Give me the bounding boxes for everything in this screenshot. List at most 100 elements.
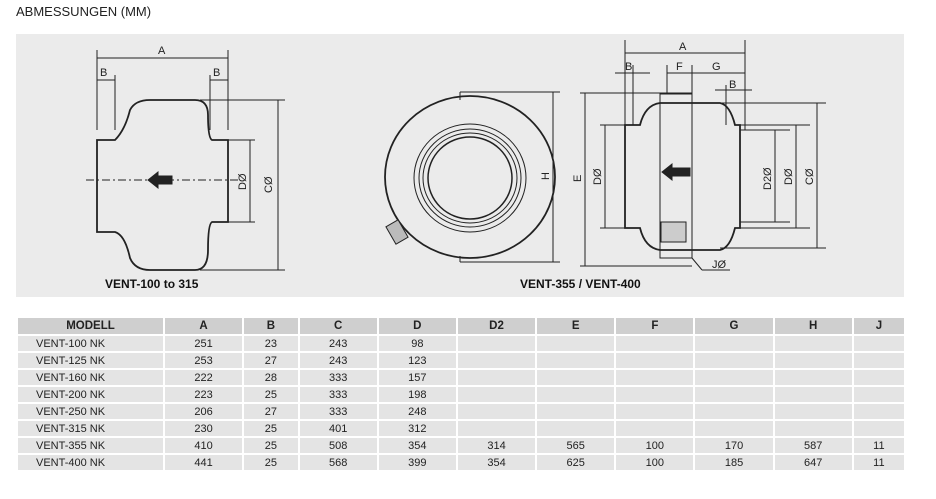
dimension-cell: 123 — [376, 351, 458, 370]
label-e: E — [572, 175, 584, 182]
dimension-cell — [535, 385, 617, 404]
dimension-cell: 25 — [242, 436, 300, 455]
dimension-cell: 206 — [162, 402, 245, 421]
label-d2: D2Ø — [762, 167, 774, 190]
label-d-right: DØ — [592, 168, 604, 185]
dimension-cell: 565 — [535, 436, 617, 455]
dimension-cell — [614, 368, 696, 387]
label-g: G — [712, 61, 721, 73]
dimension-cell: 314 — [455, 436, 538, 455]
dimension-cell — [614, 385, 696, 404]
dimension-cell: 647 — [772, 453, 854, 472]
dimension-cell — [772, 351, 854, 370]
dimension-cell: 243 — [297, 351, 379, 370]
dimension-cell: 27 — [242, 402, 300, 421]
label-b-right1: B — [625, 61, 632, 73]
dimension-cell: 170 — [693, 436, 775, 455]
dimension-cell: 230 — [162, 419, 245, 438]
model-cell: VENT-355 NK — [16, 436, 165, 455]
column-header: B — [242, 316, 300, 336]
dimension-cell — [614, 419, 696, 438]
dimension-cell — [693, 402, 775, 421]
dimension-cell — [614, 351, 696, 370]
dimension-cell: 333 — [297, 368, 379, 387]
column-header: MODELL — [16, 316, 165, 336]
dimension-cell — [693, 351, 775, 370]
dimension-cell: 251 — [162, 334, 245, 353]
label-b-left2: B — [213, 67, 220, 79]
dimension-cell: 333 — [297, 402, 379, 421]
model-cell: VENT-160 NK — [16, 368, 165, 387]
dimension-cell — [772, 419, 854, 438]
dimension-cell — [535, 334, 617, 353]
dimension-cell: 100 — [614, 453, 696, 472]
dimension-drawings: A B B DØ CØ H — [86, 40, 826, 271]
model-cell: VENT-400 NK — [16, 453, 165, 472]
dimension-cell — [455, 368, 538, 387]
model-cell: VENT-100 NK — [16, 334, 165, 353]
caption-small-models: VENT-100 to 315 — [105, 277, 199, 291]
dimension-cell — [693, 368, 775, 387]
dimension-cell: 243 — [297, 334, 379, 353]
dimension-cell: 11 — [851, 436, 907, 455]
dimension-cell — [851, 368, 907, 387]
label-f: F — [676, 61, 683, 73]
dimension-cell — [772, 385, 854, 404]
label-c-left: CØ — [263, 176, 275, 193]
label-a-right: A — [679, 41, 687, 53]
dimension-cell — [851, 351, 907, 370]
dimension-cell — [614, 402, 696, 421]
caption-large-models: VENT-355 / VENT-400 — [520, 277, 641, 291]
dimension-cell: 312 — [376, 419, 458, 438]
dimension-cell — [772, 368, 854, 387]
dimension-cell: 587 — [772, 436, 854, 455]
dimension-cell — [772, 402, 854, 421]
dimension-cell: 508 — [297, 436, 379, 455]
dimension-cell — [851, 334, 907, 353]
dimension-cell: 354 — [455, 453, 538, 472]
label-d-right2: DØ — [783, 168, 795, 185]
dimension-cell: 248 — [376, 402, 458, 421]
dimension-cell — [455, 419, 538, 438]
dimension-cell — [772, 334, 854, 353]
model-cell: VENT-315 NK — [16, 419, 165, 438]
dimension-cell — [851, 402, 907, 421]
dimension-cell — [851, 385, 907, 404]
model-cell: VENT-250 NK — [16, 402, 165, 421]
column-header: G — [693, 316, 775, 336]
dimension-cell — [535, 419, 617, 438]
dimension-cell — [535, 402, 617, 421]
dimension-cell — [693, 334, 775, 353]
dimension-cell: 399 — [376, 453, 458, 472]
dimension-cell: 410 — [162, 436, 245, 455]
fan-front-view — [384, 91, 560, 263]
dimension-cell: 198 — [376, 385, 458, 404]
model-cell: VENT-125 NK — [16, 351, 165, 370]
label-j: JØ — [712, 259, 727, 271]
model-cell: VENT-200 NK — [16, 385, 165, 404]
dimension-cell: 23 — [242, 334, 300, 353]
label-c-right: CØ — [804, 168, 816, 185]
dimension-cell — [455, 385, 538, 404]
dimension-cell — [693, 385, 775, 404]
dimension-cell: 253 — [162, 351, 245, 370]
column-header: H — [772, 316, 854, 336]
dimension-cell: 625 — [535, 453, 617, 472]
dimension-drawings-panel: A B B DØ CØ H — [16, 34, 904, 297]
dimension-cell: 401 — [297, 419, 379, 438]
dimension-cell — [614, 334, 696, 353]
dimension-cell: 28 — [242, 368, 300, 387]
dimension-cell: 223 — [162, 385, 245, 404]
dimension-cell: 568 — [297, 453, 379, 472]
section-title: ABMESSUNGEN (MM) — [16, 4, 152, 19]
column-header: E — [535, 316, 617, 336]
dimension-cell: 222 — [162, 368, 245, 387]
dimension-cell — [535, 368, 617, 387]
dimension-cell: 25 — [242, 453, 300, 472]
dimension-cell: 157 — [376, 368, 458, 387]
